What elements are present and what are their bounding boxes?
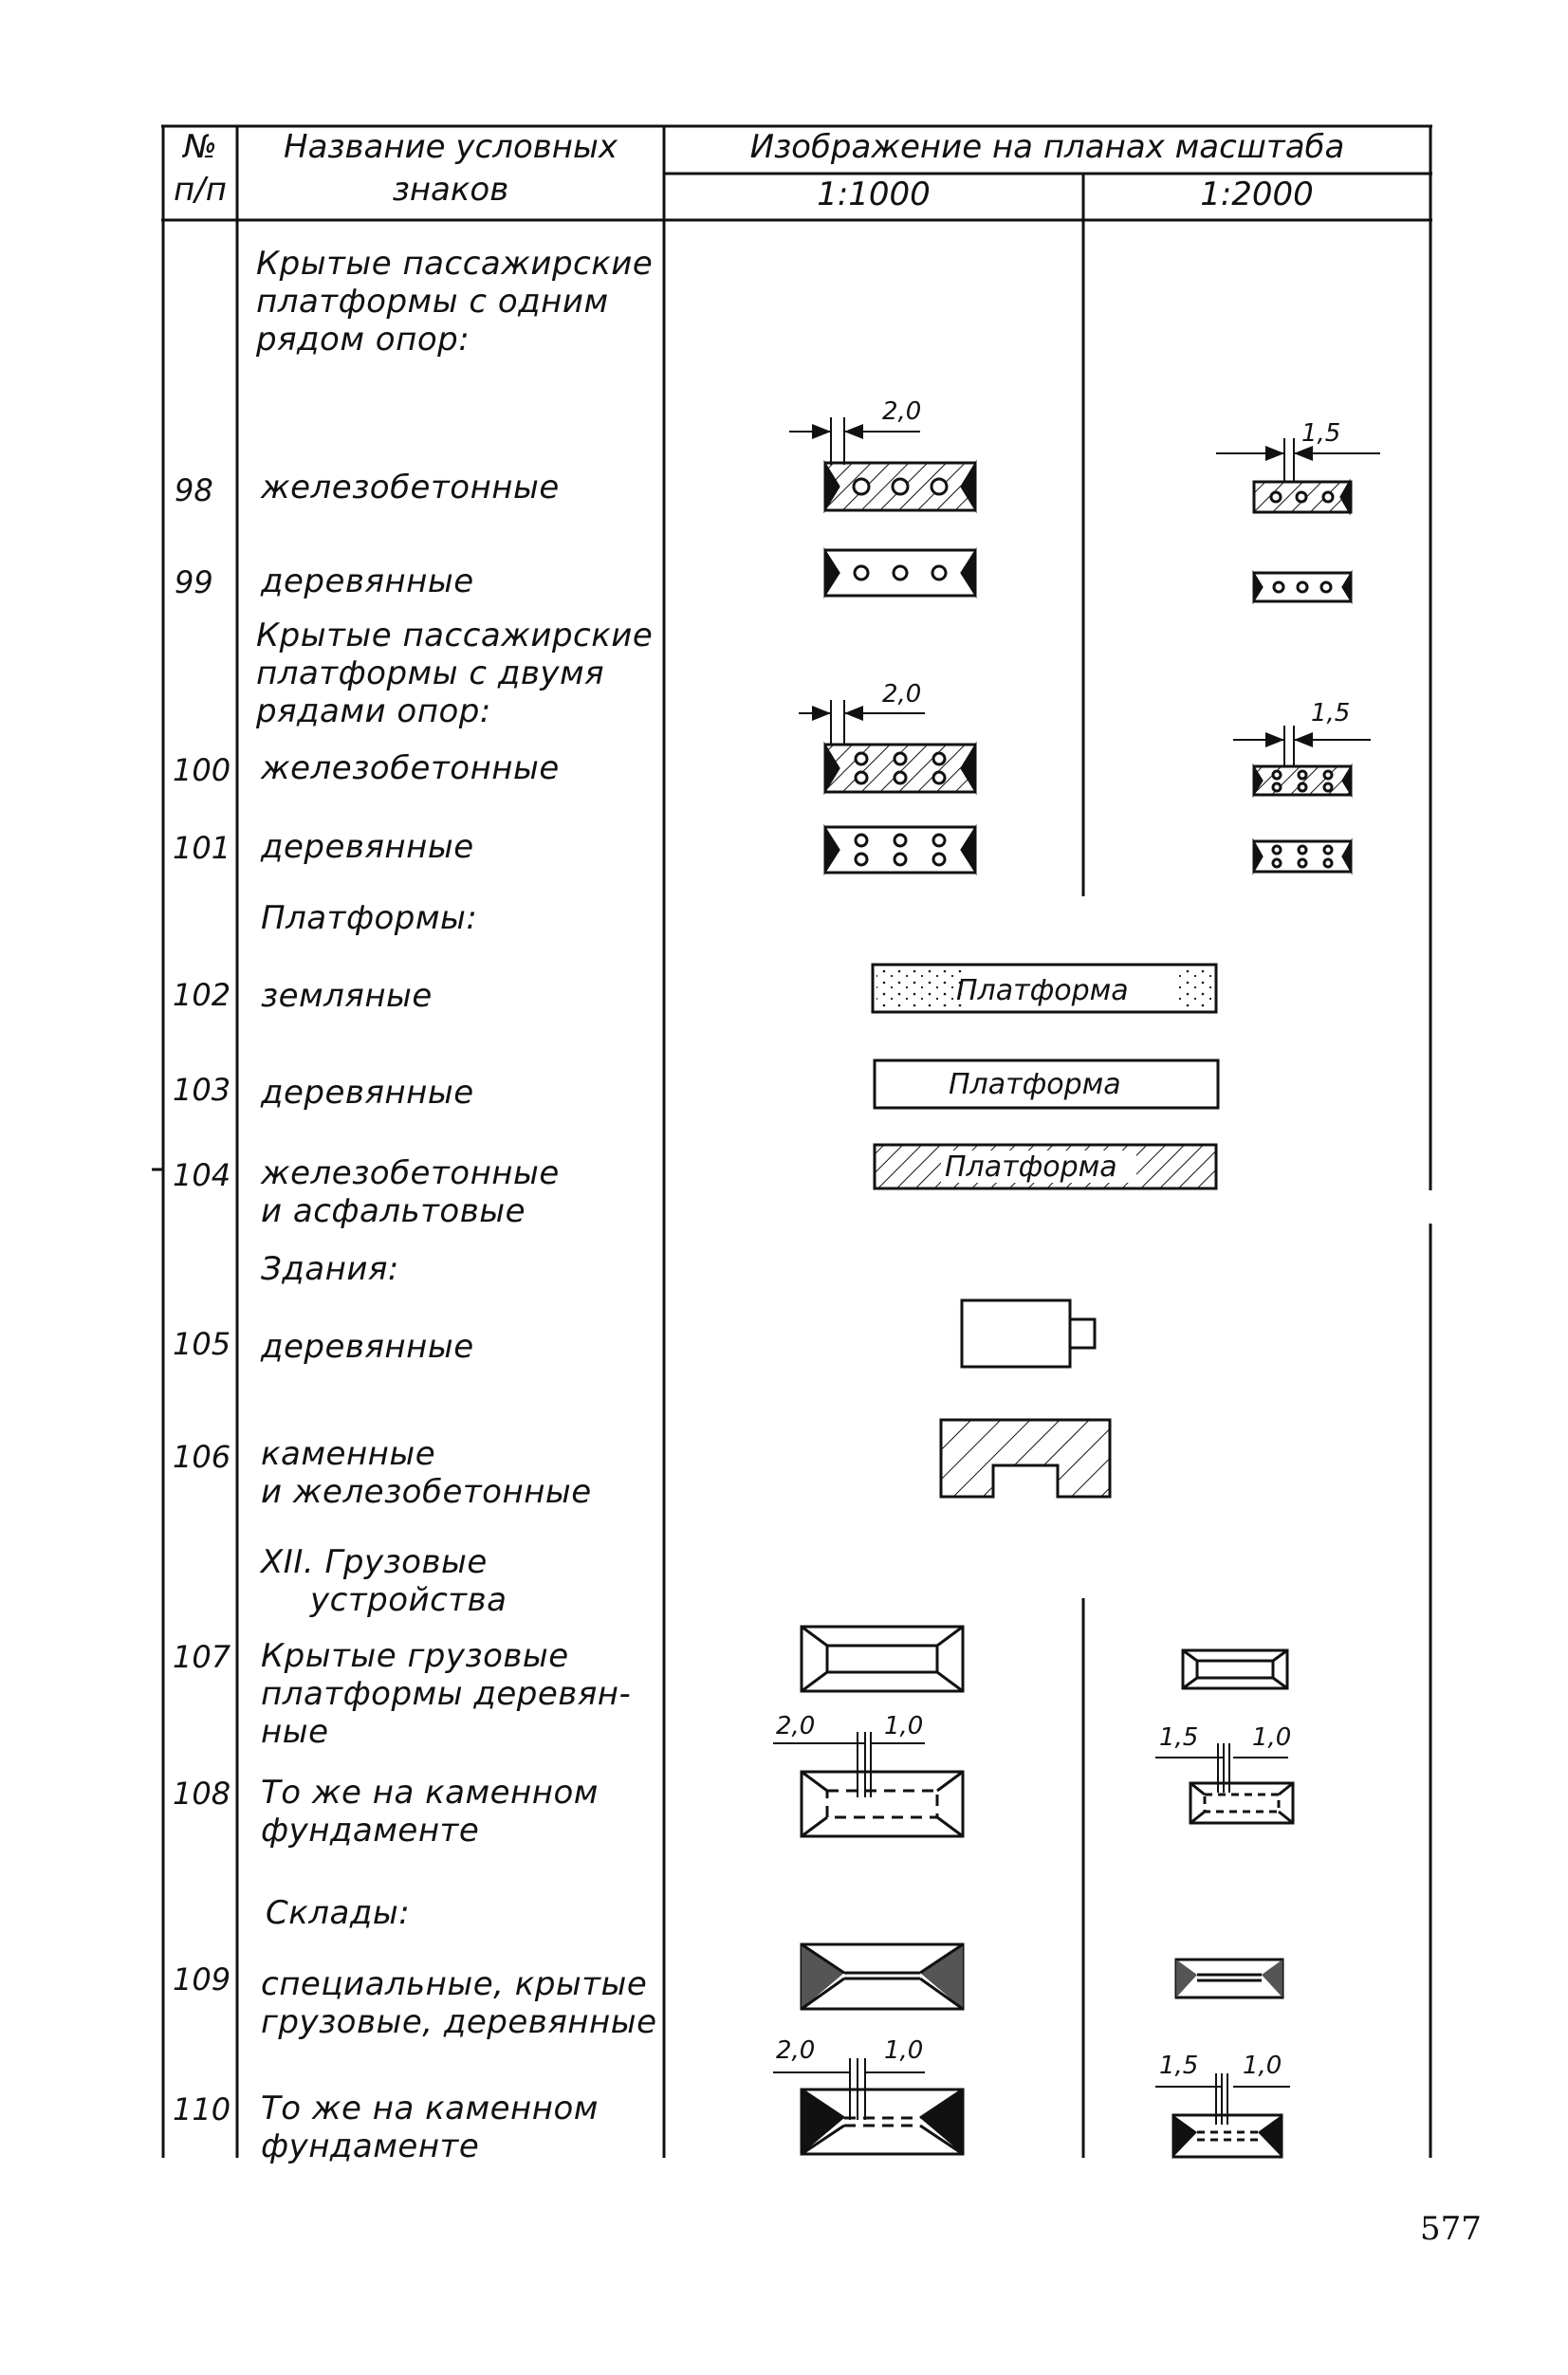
symbol-99-2000	[1252, 569, 1353, 605]
header-name-line1: Название условных	[284, 128, 618, 166]
dim-label: 2,0	[776, 1712, 815, 1740]
symbol-106	[939, 1418, 1112, 1499]
row-name: деревянные	[261, 1074, 474, 1112]
row-name: земляные	[261, 977, 433, 1015]
row-number: 106	[173, 1439, 231, 1475]
page-number: 577	[1420, 2210, 1482, 2248]
symbol-103	[873, 1059, 1220, 1110]
symbol-101-2000	[1252, 838, 1353, 875]
dim-label: 2,0	[776, 2036, 815, 2065]
group-heading: Здания:	[261, 1250, 399, 1288]
symbol-110-1000	[773, 2058, 965, 2156]
header-scale-2000: 1:2000	[1200, 175, 1314, 213]
symbol-108-2000	[1155, 1743, 1295, 1825]
header-num-line1: №	[183, 128, 217, 166]
symbol-100-2000	[1233, 726, 1371, 799]
header-image-title: Изображение на планах масштаба	[749, 128, 1345, 166]
symbol-98-1000	[789, 417, 977, 514]
symbol-108-1000	[773, 1732, 965, 1838]
row-name: железобетонные	[261, 469, 560, 506]
row-number: 104	[173, 1157, 231, 1193]
row-number: 102	[173, 977, 231, 1013]
row-number: 101	[173, 830, 231, 866]
row-number: 100	[173, 752, 231, 788]
symbol-110-2000	[1155, 2073, 1290, 2159]
symbol-109-1000	[800, 1942, 965, 2011]
symbol-109-2000	[1174, 1958, 1284, 1999]
header-num-line2: п/п	[174, 171, 227, 209]
dim-label: 1,0	[1252, 1723, 1291, 1752]
header-scale-1000: 1:1000	[817, 175, 931, 213]
dim-label: 1,5	[1301, 419, 1340, 448]
dim-label: 1,5	[1159, 1723, 1198, 1752]
row-name: деревянные	[261, 828, 474, 866]
dim-label: 2,0	[882, 680, 921, 709]
symbol-104	[873, 1143, 1218, 1190]
dim-label: 1,0	[884, 2036, 923, 2065]
row-name: деревянные	[261, 562, 474, 600]
row-number: 98	[175, 472, 213, 508]
row-number: 108	[173, 1776, 231, 1812]
dim-label: 2,0	[882, 397, 921, 426]
row-name: деревянные	[261, 1328, 474, 1366]
symbol-98-2000	[1216, 438, 1380, 516]
row-number: 103	[173, 1072, 231, 1108]
symbol-101-1000	[823, 823, 977, 876]
row-number: 99	[175, 564, 213, 600]
symbol-99-1000	[823, 546, 977, 599]
group-heading: Склады:	[266, 1894, 411, 1932]
platform-label-102: Платформа	[956, 974, 1129, 1007]
header-name-line2: знаков	[392, 171, 509, 209]
symbol-107-2000	[1181, 1648, 1289, 1690]
row-number: 109	[173, 1961, 231, 1998]
dim-label: 1,5	[1311, 699, 1350, 727]
dim-label: 1,5	[1159, 2052, 1198, 2080]
group-heading: Платформы:	[261, 899, 478, 937]
symbol-102	[871, 963, 1218, 1014]
symbol-107-1000	[800, 1625, 965, 1693]
platform-label-103: Платформа	[949, 1068, 1121, 1101]
row-number: 110	[173, 2091, 231, 2127]
row-name: железобетонные	[261, 749, 560, 787]
row-number: 107	[173, 1639, 231, 1675]
symbol-105	[960, 1298, 1097, 1369]
dim-label: 1,0	[1243, 2052, 1282, 2080]
symbol-100-1000	[799, 700, 977, 796]
dim-label: 1,0	[884, 1712, 923, 1740]
row-number: 105	[173, 1326, 231, 1362]
platform-label-104: Платформа	[945, 1151, 1117, 1184]
